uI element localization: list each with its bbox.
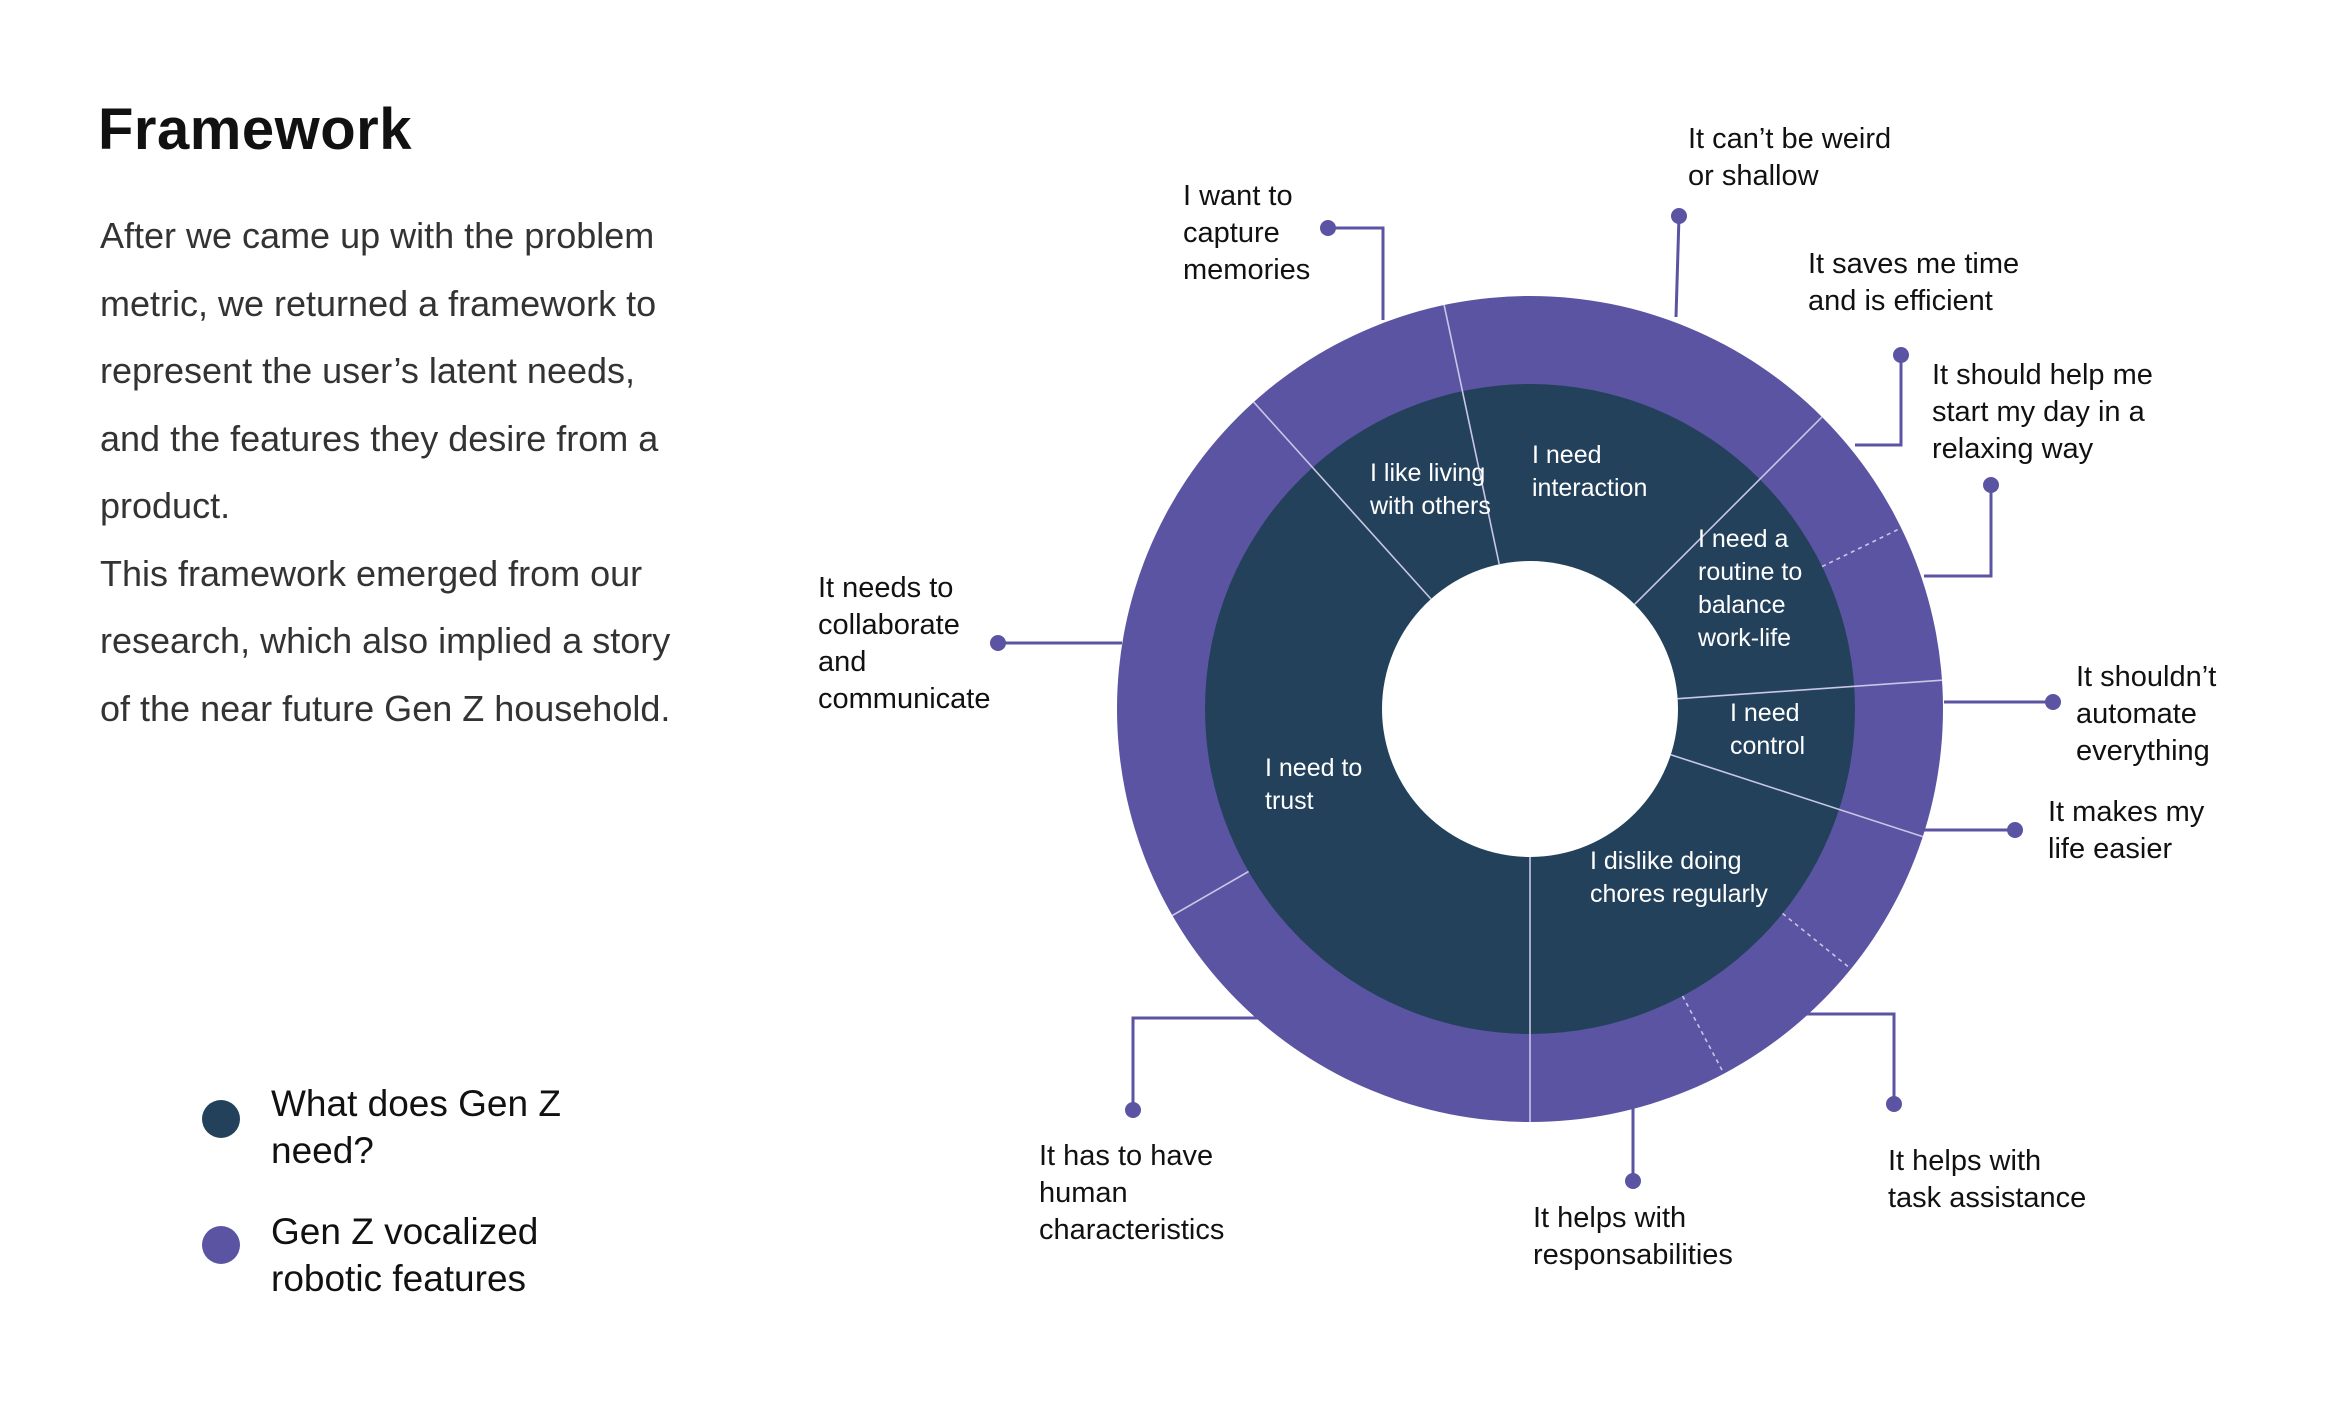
need-segment-label-line: control: [1730, 732, 1805, 760]
leader-line: [1328, 226, 1385, 320]
feature-label-line: It saves me time: [1808, 248, 2019, 280]
intro-text: After we came up with the problem metric…: [100, 202, 700, 742]
feature-label-line: I want to: [1183, 180, 1293, 212]
need-segment-label: I dislike doing chores regularly: [1590, 847, 1768, 908]
need-segment-label-line: balance: [1698, 591, 1786, 619]
leader-dot: [1125, 1102, 1141, 1118]
leader-line: [1805, 1012, 1896, 1104]
legend-item-features: Gen Z vocalized robotic features: [198, 1208, 598, 1308]
leader-dot: [1983, 477, 1999, 493]
feature-label-line: It should help me: [1932, 359, 2153, 391]
feature-label: It can’t be weird or shallow: [1688, 123, 1891, 192]
feature-label-line: It makes my: [2048, 796, 2205, 828]
feature-label-line: and: [818, 646, 866, 678]
legend-label-needs: What does Gen Z need?: [271, 1083, 561, 1171]
feature-divider: [1782, 912, 1852, 970]
legend-item-needs: What does Gen Z need?: [198, 1080, 598, 1180]
feature-label: I want to capture memories: [1183, 180, 1310, 286]
leader-dot: [1893, 347, 1909, 363]
feature-label-line: memories: [1183, 254, 1310, 286]
legend-dot-features: [202, 1226, 240, 1264]
segment-divider: [1634, 416, 1823, 605]
feature-label-line: It helps with: [1533, 1202, 1686, 1234]
feature-label-line: everything: [2076, 735, 2210, 767]
feature-label-line: and is efficient: [1808, 285, 1993, 317]
feature-label-line: task assistance: [1888, 1182, 2086, 1214]
need-segment-label-line: routine to: [1698, 558, 1802, 586]
leader-dot: [990, 635, 1006, 651]
segment-divider: [1253, 401, 1432, 600]
diagram-leaders: [990, 208, 2061, 1189]
feature-label-line: It can’t be weird: [1688, 123, 1891, 155]
feature-divider: [1681, 995, 1725, 1075]
page-title: Framework: [98, 97, 412, 162]
feature-label-line: automate: [2076, 698, 2197, 730]
feature-label-line: responsabilities: [1533, 1239, 1733, 1271]
need-segment-label-line: work-life: [1697, 624, 1791, 652]
feature-label: It saves me time and is efficient: [1808, 248, 2019, 317]
need-segment-label-line: I need: [1532, 441, 1602, 469]
leader-dot: [1886, 1096, 1902, 1112]
need-segment-label: I need control: [1730, 699, 1805, 760]
need-segment-label-line: I need to: [1265, 754, 1362, 782]
intro-paragraph: This framework emerged from our research…: [100, 552, 671, 729]
center-hole: [1382, 561, 1678, 857]
legend-label-features: Gen Z vocalized robotic features: [271, 1211, 539, 1299]
feature-label-line: It has to have: [1039, 1140, 1213, 1172]
feature-label-line: or shallow: [1688, 160, 1820, 192]
legend-dot-needs: [202, 1100, 240, 1138]
need-segment-label-line: I dislike doing: [1590, 847, 1741, 875]
leader-dot: [1320, 220, 1336, 236]
need-segment-label: I need interaction: [1532, 441, 1647, 502]
segment-divider: [1670, 753, 1924, 838]
feature-label-line: communicate: [818, 683, 990, 715]
leader-dot: [2045, 694, 2061, 710]
need-segment-label: I like living with others: [1369, 459, 1491, 520]
segment-divider: [1677, 679, 1943, 700]
feature-label-line: human: [1039, 1177, 1128, 1209]
feature-label: It shouldn’t automate everything: [2076, 661, 2216, 767]
feature-label-line: characteristics: [1039, 1214, 1224, 1246]
need-segment-label-line: I need a: [1698, 525, 1788, 553]
feature-label-line: relaxing way: [1932, 433, 2094, 465]
feature-label-line: collaborate: [818, 609, 960, 641]
feature-label-line: It helps with: [1888, 1145, 2041, 1177]
feature-label: It has to have human characteristics: [1039, 1140, 1224, 1246]
feature-divider: [1171, 870, 1249, 917]
feature-label: It helps with task assistance: [1888, 1145, 2086, 1214]
intro-paragraph: After we came up with the problem metric…: [100, 215, 659, 526]
feature-divider: [1821, 527, 1902, 568]
leader-dot: [1671, 208, 1687, 224]
leader-line: [1131, 1016, 1258, 1110]
feature-label-line: It shouldn’t: [2076, 661, 2216, 693]
need-segment-label-line: interaction: [1532, 474, 1647, 502]
feature-label: It should help me start my day in a relaxi…: [1932, 359, 2153, 465]
need-segment-label: I need a routine to balance work-life: [1697, 525, 1802, 652]
need-segment-label-line: I need: [1730, 699, 1800, 727]
need-segment-label-line: with others: [1369, 492, 1491, 520]
segment-divider: [1443, 304, 1501, 565]
feature-label: It helps with responsabilities: [1533, 1202, 1733, 1271]
leader-dot: [1625, 1173, 1641, 1189]
leader-line: [1855, 355, 1903, 447]
feature-label: It needs to collaborate and communicate: [818, 572, 990, 715]
feature-label-line: start my day in a: [1932, 396, 2146, 428]
diagram-dividers: [1171, 304, 1943, 1122]
need-segment-label-line: trust: [1265, 787, 1314, 815]
feature-label-line: capture: [1183, 217, 1280, 249]
leader-line: [1924, 485, 1993, 578]
need-segment-label-line: chores regularly: [1590, 880, 1768, 908]
need-segment-label-line: I like living: [1370, 459, 1485, 487]
leader-line: [1674, 215, 1681, 318]
leader-dot: [2007, 822, 2023, 838]
feature-label-line: It needs to: [818, 572, 953, 604]
need-segment-label: I need to trust: [1265, 754, 1362, 815]
feature-label-line: life easier: [2048, 833, 2172, 865]
feature-label: It makes my life easier: [2048, 796, 2205, 865]
